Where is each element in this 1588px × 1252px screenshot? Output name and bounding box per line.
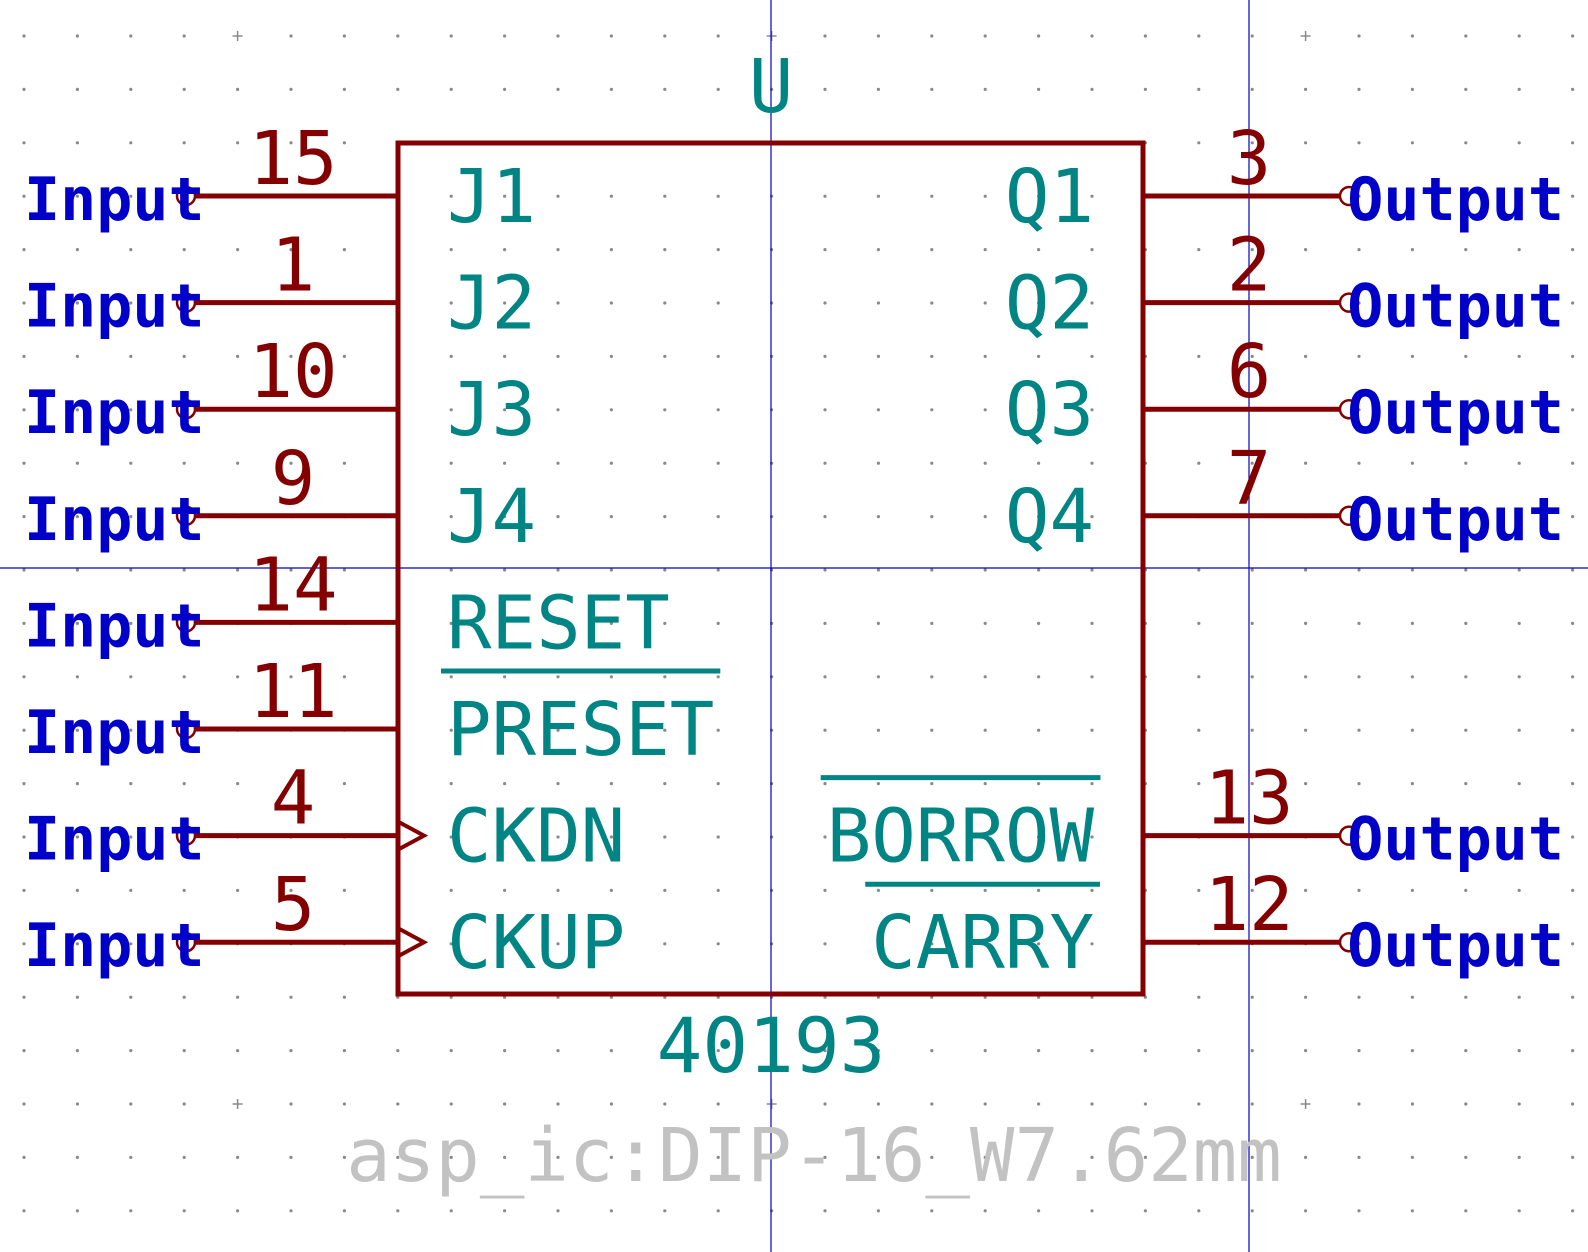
pin-name: CARRY	[871, 900, 1094, 986]
grid-origin-marker	[1300, 31, 1311, 41]
pin-type-label: Output	[1347, 805, 1564, 875]
pin-left-preset[interactable]: Input 11 PRESET	[24, 649, 721, 773]
clock-input-icon	[397, 926, 429, 958]
pin-connection-ring[interactable]	[175, 398, 197, 420]
pin-type-label: Input	[24, 591, 205, 661]
pin-connection-ring[interactable]	[175, 825, 197, 846]
pin-name: CKUP	[447, 900, 625, 986]
pin-number: 10	[248, 329, 337, 415]
grid-origin-marker	[232, 1099, 243, 1109]
value-label[interactable]: 40193	[657, 1001, 886, 1090]
pin-connection-ring[interactable]	[1338, 825, 1360, 846]
pin-name: J4	[447, 474, 536, 560]
pin-number: 7	[1227, 436, 1272, 522]
pin-number: 12	[1204, 862, 1293, 948]
pin-type-label: Output	[1347, 165, 1564, 235]
pin-connection-ring[interactable]	[1338, 398, 1360, 420]
pin-type-label: Input	[24, 805, 205, 875]
pin-connection-ring[interactable]	[1338, 185, 1360, 207]
pin-type-label: Output	[1347, 911, 1564, 981]
pin-right-q1[interactable]: Output 3 Q1	[1005, 116, 1564, 240]
pin-number: 6	[1227, 329, 1272, 415]
clock-input-icon	[397, 819, 429, 852]
pin-number: 1	[271, 223, 316, 309]
pin-type-label: Input	[24, 272, 205, 342]
pin-connection-ring[interactable]	[175, 931, 197, 953]
pin-connection-ring[interactable]	[175, 505, 197, 527]
reference-designator[interactable]: U	[749, 44, 794, 130]
pin-connection-ring[interactable]	[1338, 505, 1360, 527]
pin-number: 5	[271, 862, 316, 948]
pin-left-ckdn[interactable]: Input 4 CKDN	[24, 756, 625, 880]
pin-connection-ring[interactable]	[175, 185, 197, 207]
pin-number: 9	[271, 436, 316, 522]
grid-origin-marker	[232, 31, 243, 41]
pin-number: 14	[248, 542, 337, 628]
pin-number: 15	[248, 116, 337, 202]
pin-left-j4[interactable]: Input 9 J4	[24, 436, 536, 560]
footprint-label[interactable]: asp_ic:DIP-16_W7.62mm	[346, 1113, 1282, 1199]
pin-type-label: Input	[24, 485, 205, 555]
pin-number: 3	[1227, 116, 1272, 202]
pin-name: Q2	[1005, 261, 1094, 347]
pin-number: 4	[271, 756, 316, 842]
pin-right-q2[interactable]: Output 2 Q2	[1005, 223, 1564, 347]
pin-connection-ring[interactable]	[175, 718, 197, 740]
pin-type-label: Output	[1347, 378, 1564, 448]
grid-origin-marker	[1300, 1099, 1311, 1109]
pin-name: J3	[447, 367, 536, 453]
pin-number: 13	[1204, 756, 1293, 842]
pin-name: Q1	[1005, 154, 1094, 240]
pin-type-label: Input	[24, 698, 205, 768]
pin-type-label: Output	[1347, 485, 1564, 555]
pin-connection-ring[interactable]	[1338, 931, 1360, 953]
pin-left-j3[interactable]: Input 10 J3	[24, 329, 536, 453]
pin-name: Q4	[1005, 474, 1094, 560]
pin-left-ckup[interactable]: Input 5 CKUP	[24, 862, 625, 986]
pin-right-q3[interactable]: Output 6 Q3	[1005, 329, 1564, 453]
pin-left-reset[interactable]: Input 14 RESET	[24, 542, 670, 666]
ic-body[interactable]	[395, 140, 1146, 997]
pin-name: RESET	[447, 580, 670, 666]
pin-type-label: Input	[24, 911, 205, 981]
pin-type-label: Input	[24, 378, 205, 448]
pin-right-borrow[interactable]: Output 13 BORROW	[820, 756, 1564, 880]
pin-type-label: Output	[1347, 272, 1564, 342]
pin-left-j2[interactable]: Input 1 J2	[24, 223, 536, 347]
pin-number: 11	[248, 649, 337, 735]
pin-number: 2	[1227, 223, 1272, 309]
pin-connection-ring[interactable]	[1338, 292, 1360, 313]
pin-right-q4[interactable]: Output 7 Q4	[1005, 436, 1564, 560]
pin-connection-ring[interactable]	[175, 612, 197, 633]
pin-connection-ring[interactable]	[175, 292, 197, 313]
pin-type-label: Input	[24, 165, 205, 235]
pin-right-carry[interactable]: Output 12 CARRY	[865, 862, 1564, 986]
pin-name: BORROW	[827, 794, 1095, 880]
pin-name: CKDN	[447, 794, 625, 880]
pin-name: Q3	[1005, 367, 1094, 453]
pin-name: J1	[447, 154, 536, 240]
pin-left-j1[interactable]: Input 15 J1	[24, 116, 536, 240]
pin-name: PRESET	[447, 687, 714, 773]
pin-name: J2	[447, 261, 536, 347]
